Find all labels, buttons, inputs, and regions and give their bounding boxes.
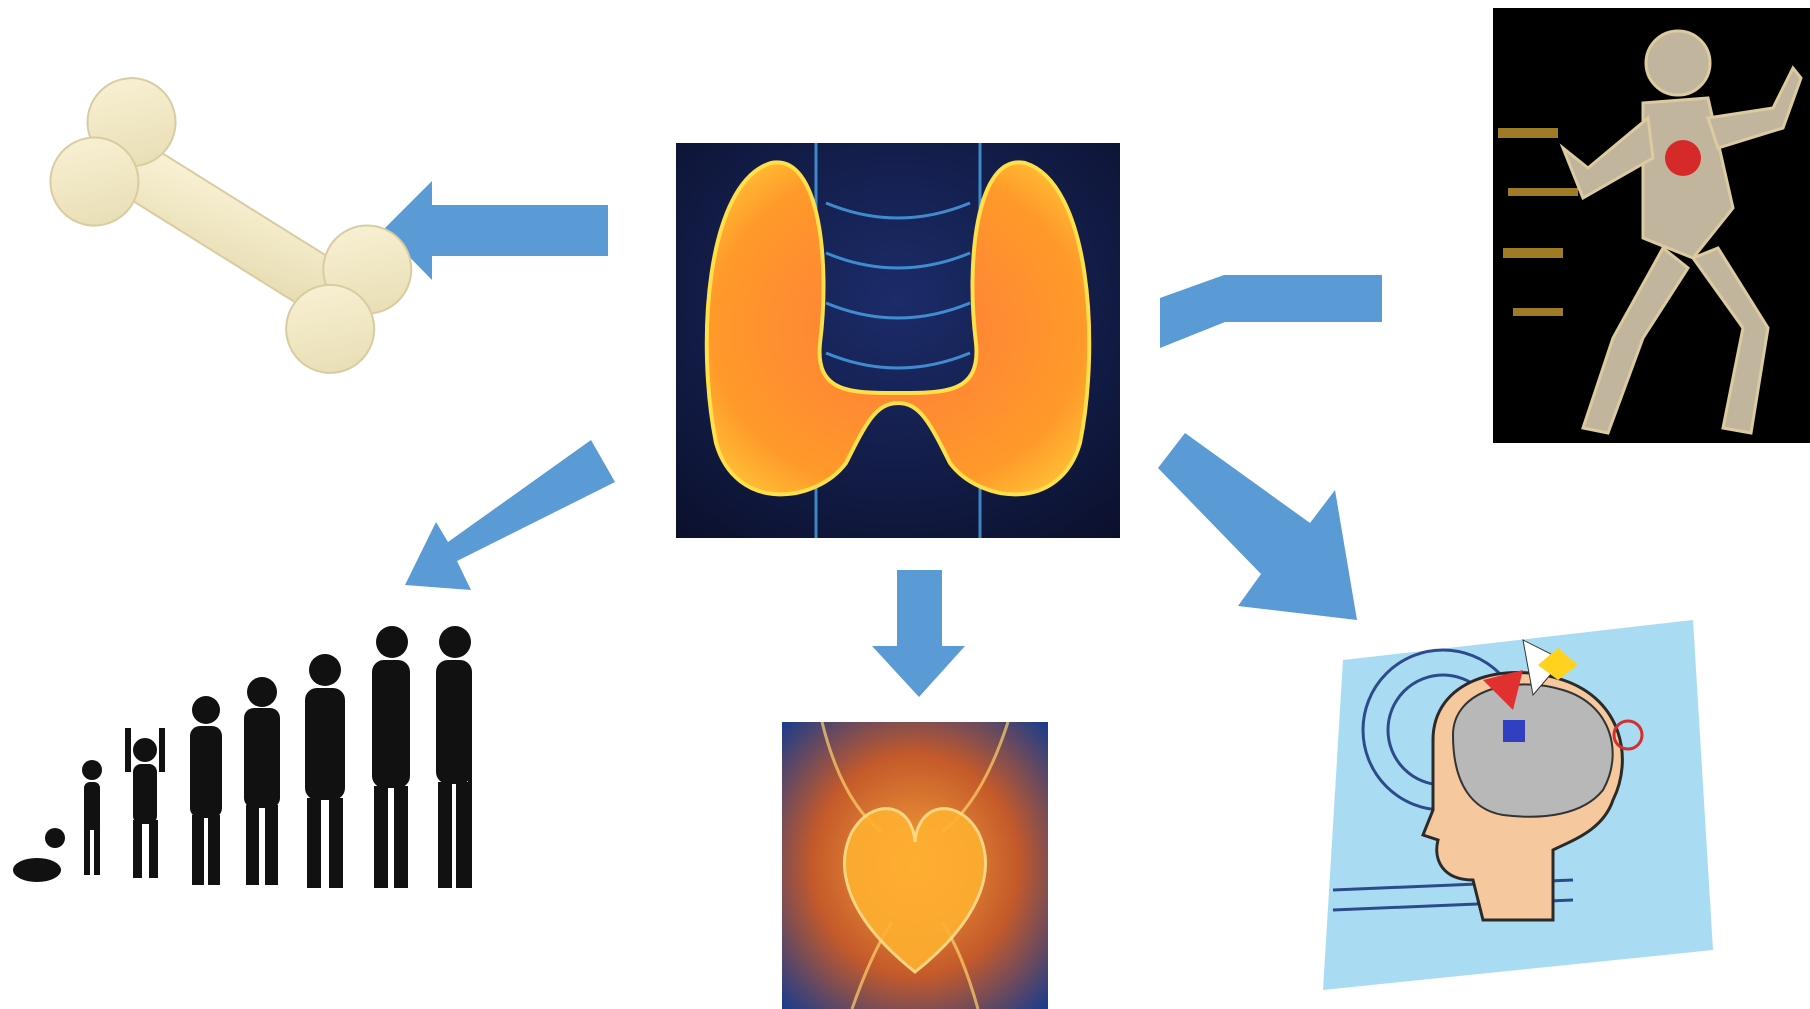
running-man-icon (1493, 8, 1810, 443)
human-growth-stages-icon (0, 620, 500, 900)
arrow-to-heart (872, 570, 965, 697)
arrow-to-growth (405, 440, 615, 590)
bone-icon (40, 60, 420, 390)
arrow-to-brain (1158, 433, 1357, 620)
brain-head-icon (1323, 620, 1713, 990)
arrow-to-runner (1160, 275, 1382, 348)
heart-icon (782, 722, 1048, 1009)
thyroid-gland-image (676, 143, 1120, 538)
